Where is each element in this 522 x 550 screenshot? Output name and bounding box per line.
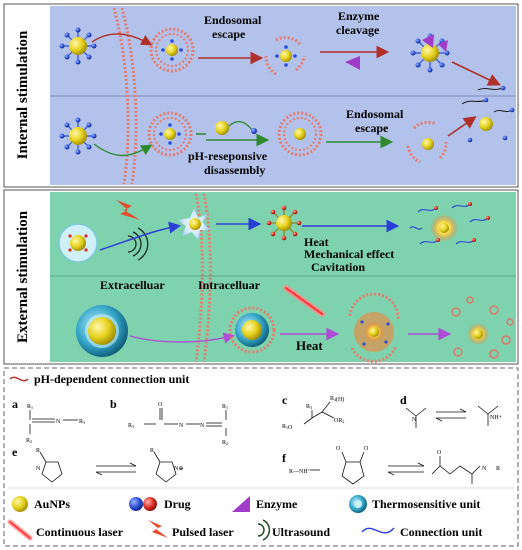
structure-b xyxy=(144,408,227,436)
structure-e xyxy=(39,451,177,483)
svg-text:N⊕: N⊕ xyxy=(174,466,183,472)
svg-text:N: N xyxy=(200,423,205,429)
svg-text:R2: R2 xyxy=(222,440,228,446)
legend-label-thermosensitive: Thermosensitive unit xyxy=(372,497,480,511)
cell-membrane-external xyxy=(194,193,212,363)
chem-letter-b: b xyxy=(110,397,117,411)
legend-drug: Drug xyxy=(129,497,191,511)
extracellular-label: Extracelluar xyxy=(100,278,165,292)
legend-label-connection-unit: Connection unit xyxy=(400,525,482,539)
legend-continuous-laser: Continuous laser xyxy=(7,519,124,541)
sphere-intracellular xyxy=(228,306,276,354)
released-drugs-external xyxy=(409,202,490,245)
svg-text:R3: R3 xyxy=(128,423,134,429)
legend-label-pulsed-laser: Pulsed laser xyxy=(172,525,234,539)
structure-c xyxy=(303,401,335,425)
aunp-with-enzyme xyxy=(410,33,450,73)
legend-pulsed-laser: Pulsed laser xyxy=(148,520,234,539)
svg-text:R: R xyxy=(496,466,500,472)
svg-text:R3: R3 xyxy=(306,404,312,410)
chem-letter-c: c xyxy=(282,393,288,407)
svg-text:O: O xyxy=(364,446,369,452)
structure-d xyxy=(405,405,499,428)
endosome-escaping xyxy=(264,36,306,76)
effects-label: Heat Mechanical effect Cavitation xyxy=(304,235,397,274)
structure-a xyxy=(29,410,78,434)
released-drugs xyxy=(461,85,515,143)
legend-label-ultrasound: Ultrasound xyxy=(272,525,330,539)
connection-unit-icon xyxy=(9,376,29,382)
intracellular-label: Intracelluar xyxy=(198,278,261,292)
pulsed-laser-icon xyxy=(116,200,140,220)
svg-text:N: N xyxy=(482,466,487,472)
svg-text:N: N xyxy=(412,417,417,423)
legend-aunps: AuNPs xyxy=(12,496,70,512)
endosome-escaping-row2 xyxy=(406,120,448,164)
internal-side-label: Internal stimulation xyxy=(15,30,31,159)
legend-enzyme: Enzyme xyxy=(232,496,298,512)
svg-text:R2: R2 xyxy=(26,438,32,444)
aunp-with-drugs xyxy=(59,27,97,65)
svg-text:N: N xyxy=(56,419,61,425)
endosome-row2 xyxy=(147,111,193,157)
legend-thermosensitive: Thermosensitive unit xyxy=(349,495,480,513)
external-side-label: External stimulation xyxy=(15,210,31,343)
ultrasound-icon xyxy=(127,227,149,261)
chem-letter-f: f xyxy=(282,451,287,465)
svg-text:N: N xyxy=(36,466,41,472)
aunp-with-drugs-row2 xyxy=(59,117,97,155)
legend-label-drug: Drug xyxy=(164,497,191,511)
cell-membrane xyxy=(112,7,138,185)
chem-letter-d: d xyxy=(400,393,407,407)
aunp-with-red-drugs xyxy=(266,205,302,241)
svg-text:O: O xyxy=(437,450,442,456)
chemistry-title: pH-dependent connection unit xyxy=(34,372,189,386)
endosome xyxy=(149,27,195,73)
chemistry-panel: pH-dependent connection unit a R1 R2 N R… xyxy=(3,367,519,547)
svg-text:R1: R1 xyxy=(222,404,228,410)
svg-text:O: O xyxy=(336,446,341,452)
burst-particle xyxy=(178,208,210,240)
heated-sphere xyxy=(348,292,400,363)
continuous-laser-icon xyxy=(283,285,325,317)
svg-text:R1O: R1O xyxy=(282,424,293,431)
endosome-row2b xyxy=(277,111,323,157)
legend-ultrasound: Ultrasound xyxy=(257,519,330,541)
chem-letter-e: e xyxy=(12,445,18,459)
structure-f xyxy=(310,451,481,485)
svg-text:NH+: NH+ xyxy=(490,415,503,421)
svg-text:R: R xyxy=(150,448,154,454)
svg-text:OR2: OR2 xyxy=(334,418,344,424)
svg-text:R1: R1 xyxy=(27,404,33,410)
svg-text:R—NH+: R—NH+ xyxy=(289,467,311,475)
external-panel: External stimulation xyxy=(3,189,519,365)
released-particles xyxy=(451,296,514,359)
legend-label-enzyme: Enzyme xyxy=(256,497,298,511)
heat-label: Heat xyxy=(296,338,323,353)
thermosensitive-aunp xyxy=(58,223,98,263)
svg-text:R4(H): R4(H) xyxy=(330,396,344,403)
legend-connection-unit: Connection unit xyxy=(361,525,482,539)
legend-label-continuous-laser: Continuous laser xyxy=(36,525,124,539)
svg-text:O: O xyxy=(158,402,163,408)
svg-text:R3: R3 xyxy=(79,419,85,425)
thermosensitive-sphere xyxy=(76,305,128,357)
svg-text:R: R xyxy=(36,448,40,454)
svg-text:N: N xyxy=(179,423,184,429)
enzyme-triangle xyxy=(345,56,360,70)
chem-letter-a: a xyxy=(12,397,18,411)
drug-release xyxy=(215,121,257,135)
legend-label-aunps: AuNPs xyxy=(34,497,70,511)
